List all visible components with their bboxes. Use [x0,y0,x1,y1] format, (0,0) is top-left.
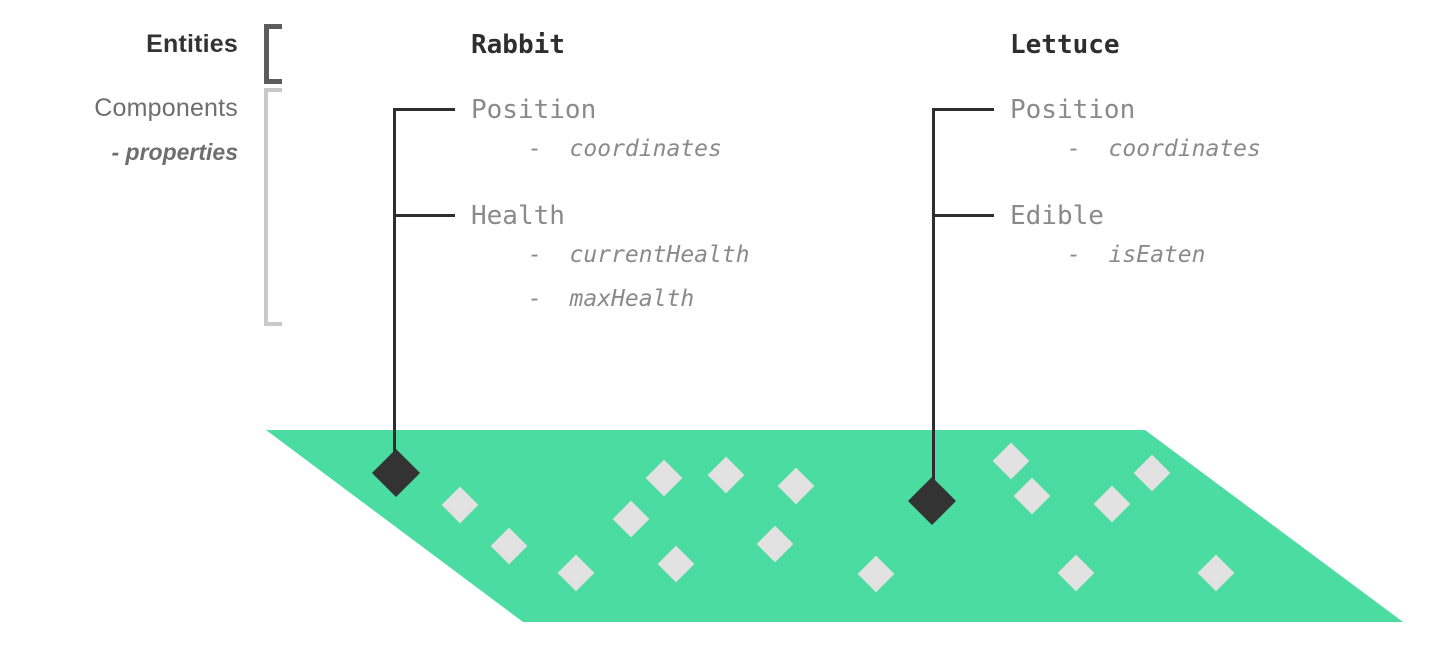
ground-tile [490,527,528,565]
components-bracket [264,88,282,326]
component-property-label: - coordinates [1067,136,1261,162]
component-lettuce-position: Position - coordinates [1010,93,1261,171]
component-rabbit-position: Position - coordinates [471,93,722,171]
ground-tile [1197,554,1235,592]
entity-title-rabbit: Rabbit [471,30,565,60]
component-rabbit-health: Health - currentHealth - maxHealth [471,199,750,321]
ground-tile [1057,554,1095,592]
legend-properties-label: - properties [111,139,238,165]
ground-tile [756,525,794,563]
ground-tile [857,555,895,593]
entity-marker-lettuce [907,476,957,526]
component-branch-line-lettuce-2 [932,214,994,217]
entities-bracket [264,24,282,84]
component-branch-line-rabbit-2 [393,214,455,217]
component-lettuce-edible: Edible - isEaten [1010,199,1205,277]
entity-trunk-line-rabbit [393,108,396,470]
ground-tiles [441,442,1235,593]
component-property-label: - isEaten [1067,242,1206,268]
ground-tile [657,545,695,583]
component-property-label: - currentHealth [528,242,750,268]
entity-title-lettuce: Lettuce [1010,30,1120,60]
ground-tile [992,442,1030,480]
ground-tile [1013,477,1051,515]
component-branch-line-lettuce-1 [932,108,994,111]
ground-tile [707,456,745,494]
component-name-label: Position [471,95,597,125]
entity-marker-rabbit [371,448,421,498]
component-name-label: Health [471,201,565,231]
ground-polygon [266,430,1403,622]
component-name-label: Position [1010,95,1136,125]
ground-tile [1133,454,1171,492]
component-branch-line-rabbit-1 [393,108,455,111]
ground-tile [777,467,815,505]
ground-tile [612,500,650,538]
component-property-label: - coordinates [528,136,722,162]
ground-tile [645,459,683,497]
component-name-label: Edible [1010,201,1104,231]
ground-tile [1093,485,1131,523]
component-property-label: - maxHealth [528,286,695,312]
entity-trunk-line-lettuce [932,108,935,500]
ground-tile [441,486,479,524]
legend-components-label: Components [94,94,238,122]
ground-tile [557,554,595,592]
legend-entities-label: Entities [146,30,238,58]
